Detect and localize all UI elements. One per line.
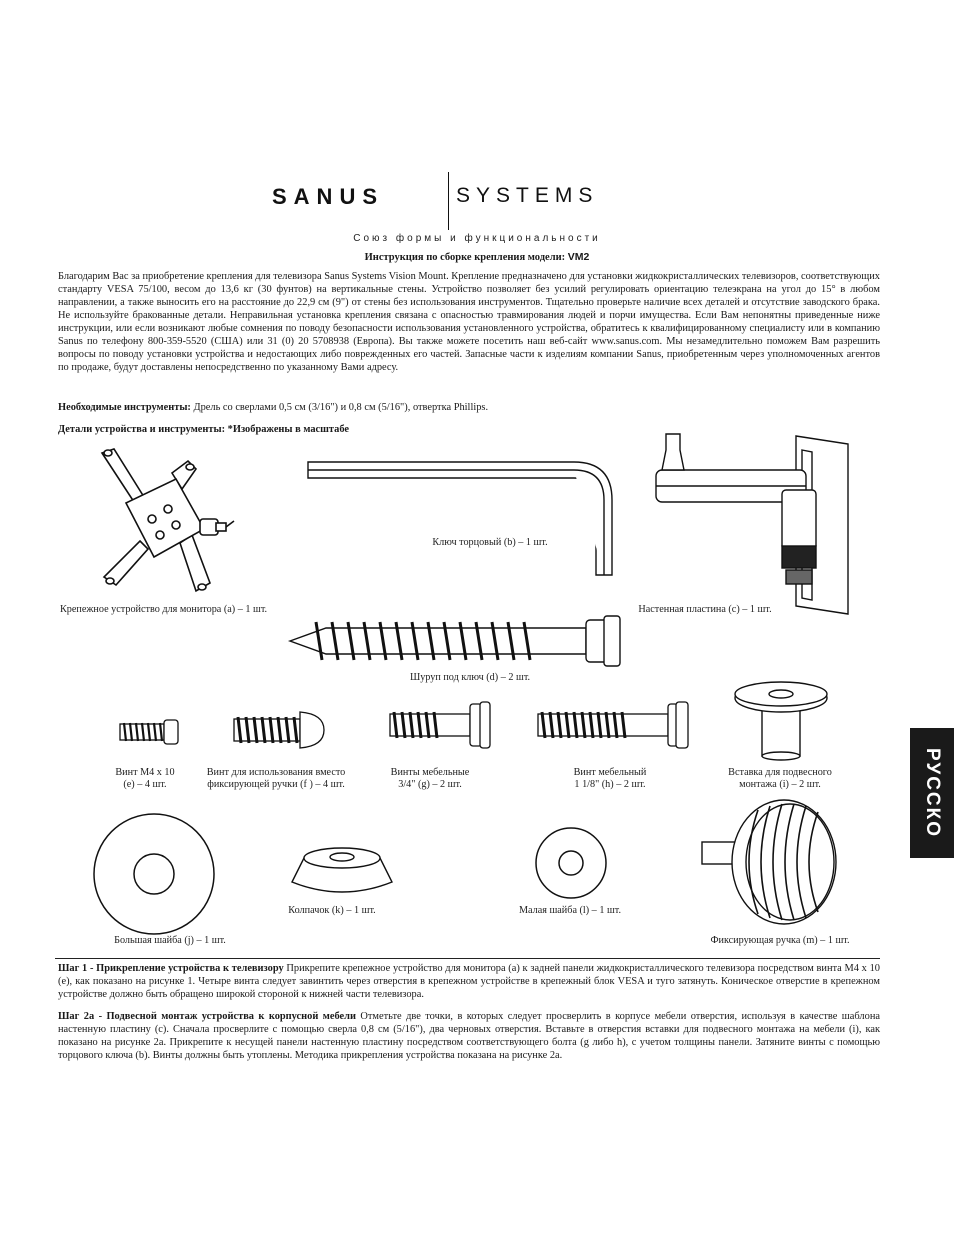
- knob-illustration: [701, 799, 837, 925]
- tools-text: Дрель со сверлами 0,5 см (3/16") и 0,8 с…: [190, 402, 489, 413]
- logo-systems: SYSTEMS: [456, 184, 599, 207]
- caption-g-line1: Винты мебельные: [390, 767, 470, 778]
- step-1-text: Прикрепите крепежное устройство для мони…: [58, 963, 881, 1000]
- caption-i-line1: Вставка для подвесного: [728, 767, 832, 778]
- step-2a: Шаг 2a - Подвесной монтаж устройства к к…: [58, 1010, 880, 1062]
- caption-part-c: Настенная пластина (c) – 1 шт.: [638, 604, 772, 615]
- caption-f-line2: фиксирующей ручки (f ) – 4 шт.: [207, 779, 345, 790]
- logo-divider: [448, 172, 449, 230]
- language-tab: РУССКО: [910, 728, 954, 858]
- furniture-screw-short-illustration: [389, 701, 491, 749]
- step-2a-text: Отметьте две точки, в которых следует пр…: [58, 1011, 880, 1061]
- furniture-screw-long-illustration: [537, 701, 689, 749]
- step-1-label: Шаг 1 - Прикрепление устройства к телеви…: [58, 963, 284, 974]
- title-text: Инструкция по сборке крепления модели:: [364, 252, 566, 263]
- caption-part-a: Крепежное устройство для монитора (a) – …: [60, 604, 268, 615]
- caption-part-j: Большая шайба (j) – 1 шт.: [114, 935, 226, 946]
- caption-e-line2: (e) – 4 шт.: [123, 779, 167, 790]
- caption-e-line1: Винт M4 x 10: [115, 767, 175, 778]
- logo-sanus: SANUS: [272, 184, 385, 209]
- step-1: Шаг 1 - Прикрепление устройства к телеви…: [58, 962, 880, 1001]
- model-name: VM2: [567, 251, 590, 263]
- tools-label: Необходимые инструменты:: [58, 402, 191, 413]
- caption-part-m: Фиксирующая ручка (m) – 1 шт.: [710, 935, 850, 946]
- monitor-bracket-illustration: [100, 448, 235, 593]
- caption-f-line1: Винт для использования вместо: [206, 767, 346, 778]
- hex-key-illustration: [307, 461, 613, 576]
- caption-part-l: Малая шайба (l) – 1 шт.: [518, 905, 622, 916]
- lag-screw-illustration: [287, 615, 621, 667]
- caption-i-line2: монтажа (i) – 2 шт.: [739, 779, 821, 790]
- tagline: Союз формы и функциональности: [353, 233, 601, 244]
- document-title: Инструкция по сборке крепления модели: V…: [0, 251, 954, 263]
- caption-h-line1: Винт мебельный: [573, 767, 647, 778]
- replacement-screw-illustration: [233, 711, 325, 749]
- intro-paragraph: Благодарим Вас за приобретение крепления…: [58, 271, 880, 373]
- cap-illustration: [291, 847, 393, 893]
- caption-part-k: Колпачок (k) – 1 шт.: [288, 905, 376, 916]
- section-divider: [55, 958, 880, 959]
- tools-line: Необходимые инструменты: Дрель со сверла…: [58, 401, 880, 414]
- wall-plate-illustration: [655, 433, 849, 615]
- parts-heading: Детали устройства и инструменты: *Изобра…: [58, 424, 350, 435]
- caption-g-line2: 3/4" (g) – 2 шт.: [398, 779, 462, 790]
- caption-h-line2: 1 1/8" (h) – 2 шт.: [574, 779, 646, 790]
- language-tab-label: РУССКО: [922, 747, 943, 839]
- m4-screw-illustration: [119, 719, 179, 745]
- caption-part-d: Шуруп под ключ (d) – 2 шт.: [409, 672, 531, 683]
- step-2a-label: Шаг 2a - Подвесной монтаж устройства к к…: [58, 1011, 356, 1022]
- caption-part-b: Ключ торцовый (b) – 1 шт.: [432, 537, 548, 548]
- small-washer-illustration: [535, 827, 607, 899]
- large-washer-illustration: [93, 813, 215, 935]
- caption-part-e: Винт M4 x 10(e) – 4 шт.: [100, 767, 190, 791]
- insert-illustration: [734, 681, 828, 761]
